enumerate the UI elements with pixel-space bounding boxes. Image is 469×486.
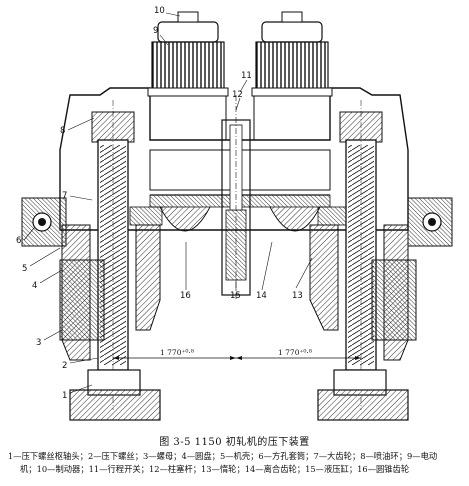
callout-3: 3 bbox=[36, 338, 41, 348]
leader-lines bbox=[23, 12, 313, 394]
dimension-lines: 1 770⁺⁰·⁸ 1 770⁺⁰·⁸ bbox=[113, 348, 361, 360]
dimension-left: 1 770⁺⁰·⁸ bbox=[160, 348, 194, 357]
callout-4: 4 bbox=[32, 281, 37, 291]
callout-10: 10 bbox=[154, 6, 165, 16]
callout-12: 12 bbox=[232, 90, 243, 100]
callout-15: 15 bbox=[230, 291, 241, 301]
dimension-right: 1 770⁺⁰·⁸ bbox=[278, 348, 312, 357]
left-motor bbox=[147, 11, 229, 141]
callout-8: 8 bbox=[60, 126, 65, 136]
left-screw-column bbox=[21, 100, 161, 421]
gearbox-housing bbox=[59, 87, 409, 232]
figure-legend-line-2: 机；10—制动器；11—行程开关；12—柱塞杆；13—惰轮；14—离合齿轮；15… bbox=[20, 464, 410, 474]
callout-1: 1 bbox=[62, 391, 67, 401]
callout-9: 9 bbox=[153, 26, 158, 36]
right-screw-column bbox=[309, 100, 453, 421]
figure-caption: 图 3-5 1150 初轧机的压下装置 bbox=[159, 437, 310, 448]
callout-7: 7 bbox=[62, 191, 67, 201]
callout-labels: 1 2 3 4 5 6 7 8 9 10 11 12 13 14 15 16 bbox=[16, 6, 303, 401]
callout-16: 16 bbox=[180, 291, 191, 301]
right-motor bbox=[251, 11, 333, 141]
callout-14: 14 bbox=[256, 291, 267, 301]
figure-legend-line-1: 1—压下螺丝枢轴头；2—压下螺丝；3—螺母；4—圆盘；5—机壳；6—方孔套筒；7… bbox=[8, 451, 438, 461]
callout-13: 13 bbox=[292, 291, 303, 301]
callout-5: 5 bbox=[22, 264, 27, 274]
callout-2: 2 bbox=[62, 361, 67, 371]
callout-6: 6 bbox=[16, 236, 21, 246]
callout-11: 11 bbox=[241, 71, 252, 81]
